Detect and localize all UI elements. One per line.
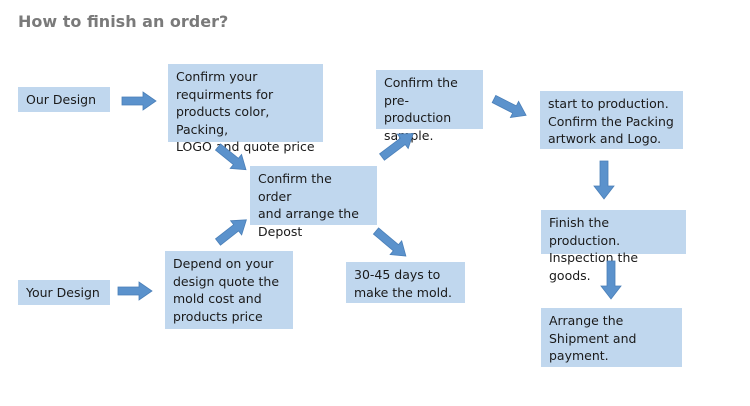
arrow-order-to-mold — [372, 227, 407, 257]
arrow-finish-to-shipment — [600, 260, 622, 300]
arrow-pre-production-to-start — [491, 94, 527, 118]
depend-on-design-node: Depend on your design quote the mold cos… — [165, 251, 293, 329]
arrow-depend-to-order — [214, 219, 247, 246]
finish-production-node: Finish the production. Inspection the go… — [541, 210, 686, 283]
arrow-order-to-pre-production — [379, 133, 414, 161]
pre-production-node: Confirm the pre-production sample. — [376, 70, 483, 143]
arrow-start-to-finish — [593, 160, 615, 200]
confirm-order-node: Confirm the order and arrange the Depost — [250, 166, 377, 239]
mold-days-node: 30-45 days to make the mold. — [346, 262, 465, 303]
confirm-requirements-node: Confirm your requirments for products co… — [168, 64, 323, 154]
page-title: How to finish an order? — [18, 12, 229, 31]
arrow-our-design-to-requirements — [121, 91, 157, 111]
start-production-node: start to production. Confirm the Packing… — [540, 91, 683, 149]
arrow-requirements-to-order — [214, 143, 247, 171]
our-design-node: Our Design — [18, 87, 110, 112]
arrow-your-design-to-depend — [117, 281, 153, 301]
arrange-shipment-node: Arrange the Shipment and payment. — [541, 308, 682, 367]
your-design-node: Your Design — [18, 280, 110, 305]
